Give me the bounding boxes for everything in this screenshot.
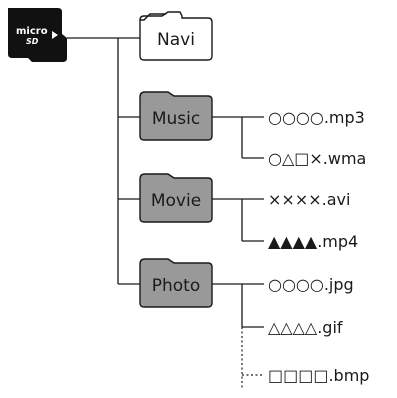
file-movie-mp4[interactable]: ▲▲▲▲.mp4 <box>268 232 358 251</box>
tree-connectors <box>67 37 264 388</box>
folder-music[interactable]: Music <box>139 91 213 141</box>
file-music-wma[interactable]: ○△□×.wma <box>268 149 366 168</box>
folder-movie[interactable]: Movie <box>139 173 213 223</box>
folder-label-movie: Movie <box>151 191 201 211</box>
file-music-mp3[interactable]: ○○○○.mp3 <box>268 108 365 127</box>
folder-photo[interactable]: Photo <box>139 258 213 308</box>
microsd-card-icon: micro SD <box>8 8 67 62</box>
folder-label-navi: Navi <box>157 30 195 50</box>
folder-label-music: Music <box>152 109 200 129</box>
card-logo-top: micro <box>16 26 48 37</box>
folder-navi[interactable]: Navi <box>139 11 213 61</box>
card-logo-bottom: SD <box>26 37 39 46</box>
folder-label-photo: Photo <box>152 276 201 296</box>
file-photo-jpg[interactable]: ○○○○.jpg <box>268 275 354 294</box>
file-photo-gif[interactable]: △△△△.gif <box>268 318 343 337</box>
file-photo-bmp[interactable]: □□□□.bmp <box>268 366 369 385</box>
file-movie-avi[interactable]: ××××.avi <box>268 190 350 209</box>
